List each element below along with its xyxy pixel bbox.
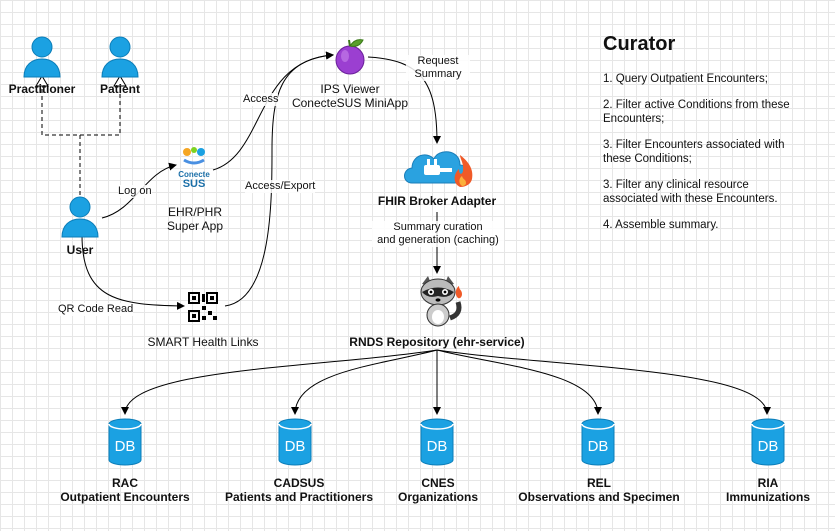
db-icon-text: DB bbox=[285, 438, 306, 455]
edge-rnds-cadsus bbox=[291, 349, 438, 415]
conecte-sus-logo-icon: Conecte SUS bbox=[174, 146, 214, 192]
db-icon-text: DB bbox=[427, 438, 448, 455]
request-line1: Request bbox=[417, 55, 459, 67]
user-label: User bbox=[66, 243, 94, 257]
user-actor-icon bbox=[61, 196, 99, 238]
database-rel-icon: DB bbox=[581, 418, 615, 466]
curator-step: 3. Filter Encounters associated with the… bbox=[603, 139, 785, 165]
db-name: RIA bbox=[757, 476, 779, 490]
access-export-edge-label: Access/Export bbox=[245, 180, 316, 193]
request-summary-edge-label: Request Summary bbox=[406, 55, 470, 81]
database-rel-label: REL Observations and Specimen bbox=[499, 476, 699, 504]
db-name: CADSUS bbox=[273, 476, 325, 490]
patient-actor-icon bbox=[101, 36, 139, 78]
edge-user-practitioner bbox=[35, 75, 81, 195]
database-cadsus-icon: DB bbox=[278, 418, 312, 466]
fhir-broker-label: FHIR Broker Adapter bbox=[377, 194, 497, 208]
qr-code-icon bbox=[188, 292, 218, 322]
fhir-plug-fire-icon bbox=[404, 151, 473, 187]
summary-curation-edge-label: Summary curation and generation (caching… bbox=[372, 221, 504, 247]
ips-viewer-label: IPS Viewer ConecteSUS MiniApp bbox=[285, 82, 415, 110]
ips-viewer-line2: ConecteSUS MiniApp bbox=[291, 96, 409, 110]
rnds-repository-label: RNDS Repository (ehr-service) bbox=[349, 335, 525, 349]
database-cnes-icon: DB bbox=[420, 418, 454, 466]
access-edge-label: Access bbox=[243, 93, 279, 106]
edge-rnds-rac bbox=[121, 349, 438, 415]
database-ria-icon: DB bbox=[751, 418, 785, 466]
ehr-app-label: EHR/PHR Super App bbox=[150, 205, 240, 233]
db-desc: Observations and Specimen bbox=[518, 490, 680, 504]
curator-step: 2. Filter active Conditions from these E… bbox=[603, 99, 790, 125]
smart-health-links-label: SMART Health Links bbox=[147, 335, 259, 349]
curator-step: 3. Filter any clinical resource associat… bbox=[603, 179, 778, 205]
database-cnes-label: CNES Organizations bbox=[338, 476, 538, 504]
db-name: RAC bbox=[112, 476, 138, 490]
db-name: CNES bbox=[421, 476, 455, 490]
request-line2: Summary bbox=[414, 68, 462, 80]
log-on-edge-label: Log on bbox=[118, 185, 152, 198]
curator-title: Curator bbox=[603, 33, 676, 55]
db-icon-text: DB bbox=[115, 438, 136, 455]
ehr-app-line1: EHR/PHR bbox=[167, 205, 222, 219]
edge-rnds-ria bbox=[436, 349, 771, 415]
edge-access bbox=[212, 51, 334, 171]
db-desc: Patients and Practitioners bbox=[224, 490, 374, 504]
curator-panel: Curator 1. Query Outpatient Encounters; … bbox=[603, 33, 803, 244]
edge-user-patient bbox=[80, 75, 127, 136]
curator-step: 1. Query Outpatient Encounters; bbox=[603, 73, 768, 85]
summary-line1: Summary curation bbox=[393, 221, 483, 233]
ehr-app-line2: Super App bbox=[166, 219, 224, 233]
db-desc: Immunizations bbox=[725, 490, 810, 504]
sus-logo-text: SUS bbox=[182, 178, 206, 190]
db-name: REL bbox=[587, 476, 611, 490]
edge-access-export bbox=[224, 51, 334, 307]
db-icon-text: DB bbox=[588, 438, 609, 455]
database-rac-icon: DB bbox=[108, 418, 142, 466]
database-cadsus-label: CADSUS Patients and Practitioners bbox=[199, 476, 399, 504]
conecte-logo-text: Conecte bbox=[178, 170, 210, 179]
database-rac-label: RAC Outpatient Encounters bbox=[25, 476, 225, 504]
qr-code-edge-label: QR Code Read bbox=[58, 303, 134, 316]
patient-label: Patient bbox=[99, 82, 140, 96]
edge-qr-code bbox=[81, 234, 185, 310]
plum-fruit-icon bbox=[335, 39, 365, 75]
ips-viewer-line1: IPS Viewer bbox=[320, 82, 380, 96]
raccoon-mascot-icon bbox=[420, 276, 462, 327]
practitioner-actor-icon bbox=[23, 36, 61, 78]
db-desc: Outpatient Encounters bbox=[60, 490, 190, 504]
summary-line2: and generation (caching) bbox=[377, 234, 499, 246]
curator-step: 4. Assemble summary. bbox=[603, 219, 719, 231]
db-icon-text: DB bbox=[758, 438, 779, 455]
database-ria-label: RIA Immunizations bbox=[668, 476, 835, 504]
db-desc: Organizations bbox=[397, 490, 478, 504]
edge-rnds-rel bbox=[436, 349, 602, 415]
practitioner-label: Practitioner bbox=[8, 82, 76, 96]
